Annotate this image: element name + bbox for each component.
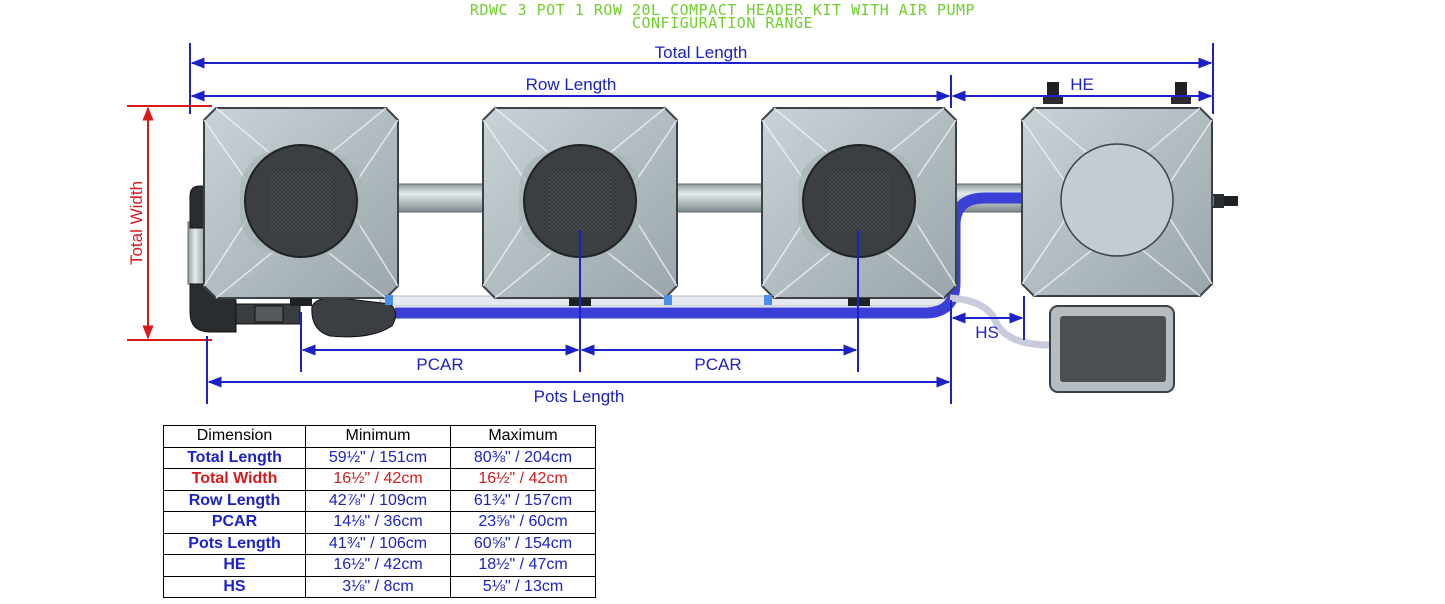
total-width-label: Total Width [127,181,146,265]
dimension-table: Dimension Minimum Maximum Total Length 5… [163,425,596,598]
row-min: 42⅞" / 109cm [305,489,451,512]
pcar-label-1: PCAR [416,355,463,374]
side-connector-tip [1224,196,1238,206]
table-row: Total Length 59½" / 151cm 80⅜" / 204cm [163,446,596,469]
pump-fitting [311,297,396,338]
row-name: HE [163,554,306,577]
valve-nut [254,305,284,323]
row-name: HS [163,575,306,598]
header-maximum: Maximum [450,425,596,448]
diagram-subtitle: CONFIGURATION RANGE [631,14,814,32]
table-row: Row Length 42⅞" / 109cm 61¾" / 157cm [163,489,596,512]
row-name: Pots Length [163,532,306,555]
row-max: 60⅝" / 154cm [450,532,596,555]
table-row: HS 3⅛" / 8cm 5⅛" / 13cm [163,575,596,598]
row-max: 80⅜" / 204cm [450,446,596,469]
total-length-label: Total Length [655,43,748,62]
table-row: Total Width 16½" / 42cm 16½" / 42cm [163,468,596,491]
clip [764,295,772,305]
clip [385,295,393,305]
row-name: Total Width [163,468,306,491]
row-min: 41¾" / 106cm [305,532,451,555]
row-name: Total Length [163,446,306,469]
row-max: 5⅛" / 13cm [450,575,596,598]
diagram-title: RDWC 3 POT 1 ROW 20L COMPACT HEADER KIT … [469,1,976,19]
header-tank [1021,82,1213,297]
row-name: PCAR [163,511,306,534]
table-row: PCAR 14⅛" / 36cm 23⅝" / 60cm [163,511,596,534]
header-minimum: Minimum [305,425,451,448]
row-max: 16½" / 42cm [450,468,596,491]
table-header-row: Dimension Minimum Maximum [163,425,596,448]
row-min: 16½" / 42cm [305,554,451,577]
row-max: 18½" / 47cm [450,554,596,577]
air-pump [1049,305,1175,393]
pcar-label-2: PCAR [694,355,741,374]
row-name: Row Length [163,489,306,512]
pot-1 [203,107,399,306]
air-hose [949,294,1051,349]
he-label: HE [1070,75,1094,94]
row-max: 61¾" / 157cm [450,489,596,512]
table-row: HE 16½" / 42cm 18½" / 47cm [163,554,596,577]
table-row: Pots Length 41¾" / 106cm 60⅝" / 154cm [163,532,596,555]
pots-length-label: Pots Length [534,387,625,406]
row-min: 59½" / 151cm [305,446,451,469]
row-min: 14⅛" / 36cm [305,511,451,534]
row-min: 3⅛" / 8cm [305,575,451,598]
side-connector [1212,194,1224,208]
header-dimension: Dimension [163,425,306,448]
row-min: 16½" / 42cm [305,468,451,491]
hs-label: HS [975,323,999,342]
row-length-label: Row Length [526,75,617,94]
row-max: 23⅝" / 60cm [450,511,596,534]
pot-3 [761,107,957,306]
clip [664,295,672,305]
